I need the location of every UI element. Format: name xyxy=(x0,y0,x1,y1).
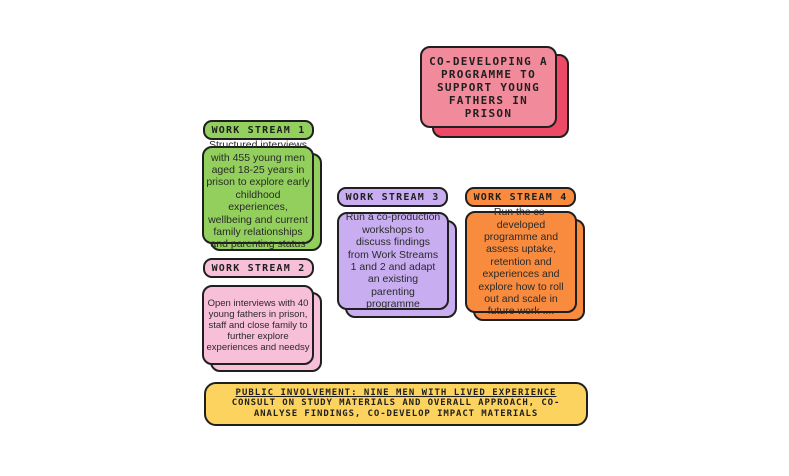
work-stream-2-text: Open interviews with 40 young fathers in… xyxy=(206,297,310,353)
work-stream-4-label: WORK STREAM 4 xyxy=(465,187,576,207)
title-card xyxy=(420,46,557,128)
work-stream-2-label: WORK STREAM 2 xyxy=(203,258,314,278)
work-stream-4-card xyxy=(465,211,577,313)
work-stream-2-card xyxy=(202,285,314,365)
work-stream-1-text: Structured interviews with 455 young men… xyxy=(206,139,310,250)
work-stream-3-card xyxy=(337,212,449,310)
public-involvement-banner: PUBLIC INVOLVEMENT: NINE MEN WITH LIVED … xyxy=(204,382,588,426)
work-stream-1-label: WORK STREAM 1 xyxy=(203,120,314,140)
public-involvement-text: CONSULT ON STUDY MATERIALS AND OVERALL A… xyxy=(231,398,561,419)
work-stream-3-text: Run a co-production workshops to discuss… xyxy=(345,211,441,311)
work-stream-1-card xyxy=(202,146,314,244)
page-title: CO-DEVELOPING A PROGRAMME TO SUPPORT YOU… xyxy=(429,54,548,120)
work-stream-4-text: Run the co-developed programme and asses… xyxy=(478,206,564,318)
public-involvement-title: PUBLIC INVOLVEMENT: NINE MEN WITH LIVED … xyxy=(235,388,557,398)
work-stream-3-label: WORK STREAM 3 xyxy=(337,187,448,207)
